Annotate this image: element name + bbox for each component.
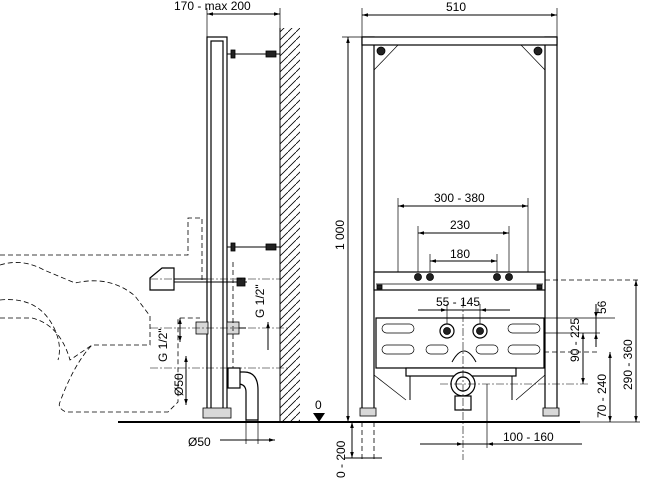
drain-dia-bottom-label: Ø50 <box>188 435 211 449</box>
frame-right-post <box>544 36 558 416</box>
mount-hole-right <box>533 46 543 56</box>
bidet-bowl <box>0 299 60 361</box>
drain-dia-vertical-label: Ø50 <box>172 373 186 396</box>
tap-stud-3 <box>493 273 501 281</box>
slot-4 <box>475 344 499 355</box>
mounting-plate <box>375 317 545 369</box>
tap-bar-end-right <box>536 284 543 290</box>
side-view: G 1/2" G 1/2" Ø50 Ø50 170 - max 200 <box>0 0 580 449</box>
supply-outlet-left-core <box>443 327 451 335</box>
frame-top-rail <box>361 36 558 46</box>
slot-3 <box>425 344 449 355</box>
tap-stud-1 <box>414 273 422 281</box>
frame-brace-left <box>373 374 407 401</box>
floor-level-marker <box>313 413 325 422</box>
anchor-nut-top <box>230 49 236 59</box>
tap-stud-4 <box>505 273 513 281</box>
bidet-bolt-nut <box>236 277 246 287</box>
slot-2 <box>381 344 415 355</box>
drain-stub <box>227 367 241 389</box>
height-70-240-label: 70 - 240 <box>595 374 609 418</box>
mount-hole-left <box>376 46 386 56</box>
bidet-rim <box>0 317 93 361</box>
corner-bracket-left <box>373 44 399 71</box>
corner-bracket-right <box>520 44 546 71</box>
front-view: 510 1 000 300 - 380 230 180 55 - 145 <box>313 0 640 478</box>
span-outer-label: 300 - 380 <box>434 191 485 205</box>
frame-width-label: 510 <box>446 0 466 14</box>
g-half-side-label: G 1/2" <box>253 284 267 318</box>
outlet-spacing-label: 55 - 145 <box>436 295 480 309</box>
g-half-upper-label: G 1/2" <box>156 328 170 362</box>
anchor-plug-top <box>265 50 277 58</box>
slot-1 <box>381 323 415 334</box>
tap-bar <box>373 271 546 291</box>
height-90-225-label: 90 - 225 <box>568 318 582 362</box>
foot-right <box>542 407 560 417</box>
span-mid-label: 230 <box>450 218 470 232</box>
height-290-360-label: 290 - 360 <box>621 339 635 390</box>
frame-brace-right <box>515 374 546 401</box>
side-depth-label: 170 - max 200 <box>174 0 251 13</box>
supply-outlet-right-core <box>476 327 484 335</box>
side-frame-inner <box>210 40 224 414</box>
floor-level-label: 0 <box>315 398 322 412</box>
drain-bracket-arc <box>451 350 477 363</box>
offset-label: 100 - 160 <box>503 430 554 444</box>
side-foot <box>202 407 232 419</box>
wall-hatch <box>280 28 300 422</box>
height-56-label: 56 <box>595 300 609 314</box>
tap-stud-2 <box>426 273 434 281</box>
anchor-nut-mid <box>230 242 236 252</box>
bidet-outline <box>0 217 203 413</box>
slot-6 <box>507 344 541 355</box>
anchor-plug-mid <box>265 243 277 251</box>
adjust-label: 0 - 200 <box>334 440 348 478</box>
foot-left <box>359 407 377 417</box>
frame-left-post <box>361 36 375 416</box>
tap-bar-end-left <box>376 284 383 290</box>
frame-height-label: 1 000 <box>333 220 347 250</box>
slot-5 <box>507 323 541 334</box>
span-inner-label: 180 <box>450 247 470 261</box>
